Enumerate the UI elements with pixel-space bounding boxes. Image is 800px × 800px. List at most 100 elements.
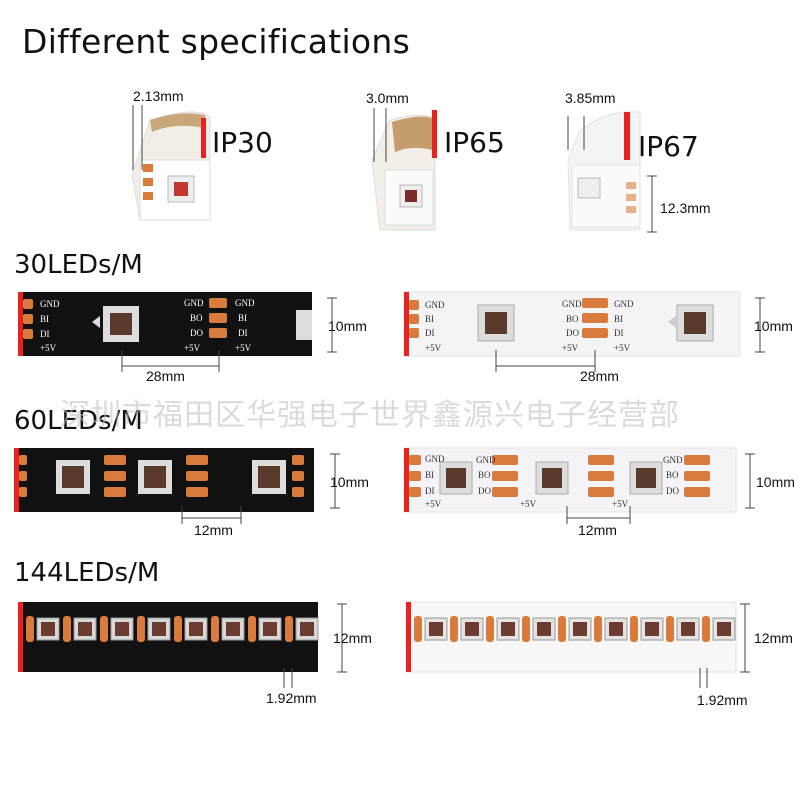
led-die	[609, 622, 623, 636]
ip67-thickness-label: 3.85mm	[565, 90, 616, 106]
pin-label-gnd: GND	[476, 455, 496, 465]
pin-label-do: DO	[566, 328, 579, 338]
pin-label-gnd: GND	[40, 299, 60, 309]
pin-label-gnd: GND	[562, 299, 582, 309]
led-die	[717, 622, 731, 636]
led-die	[537, 622, 551, 636]
dimension-lines	[121, 297, 765, 688]
pin-label-gnd: GND	[663, 455, 683, 465]
strip-60-white	[403, 447, 737, 513]
solder-pad	[26, 616, 34, 642]
section-60-label: 60LEDs/M	[14, 406, 143, 436]
strip-30-black	[18, 292, 312, 356]
solder-pad	[137, 616, 145, 642]
led-die	[189, 622, 203, 636]
pin-label-di: DI	[425, 328, 435, 338]
ip67-strip-image	[567, 111, 657, 233]
page-title: Different specifications	[22, 22, 411, 61]
watermark-text: 深圳市福田区华强电子世界鑫源兴电子经营部	[60, 398, 680, 433]
width-60-black-label: 10mm	[330, 474, 369, 490]
pin-label-vcc: +5V	[562, 343, 579, 353]
strip-30-white	[403, 291, 741, 357]
width-30-black-label: 10mm	[328, 318, 367, 334]
spacing-30-black-label: 28mm	[146, 368, 185, 384]
solder-pad	[486, 616, 494, 642]
spacing-144-black-label: 1.92mm	[266, 690, 317, 706]
ip65-strip-image	[371, 108, 437, 231]
pin-label-bi: BI	[614, 314, 623, 324]
led-die	[573, 622, 587, 636]
pin-label-bo: BO	[478, 470, 491, 480]
led-die	[429, 622, 443, 636]
ip30-rating-label: IP30	[212, 126, 273, 159]
led-die	[681, 622, 695, 636]
pin-label-vcc: +5V	[520, 499, 537, 509]
pin-label-di: DI	[614, 328, 624, 338]
solder-pad	[285, 616, 293, 642]
solder-pad	[594, 616, 602, 642]
pin-label-do: DO	[190, 328, 203, 338]
pin-label-bo: BO	[566, 314, 579, 324]
solder-pad	[666, 616, 674, 642]
led-die	[300, 622, 314, 636]
solder-pad	[100, 616, 108, 642]
pin-label-do: DO	[478, 486, 491, 496]
width-30-white-label: 10mm	[754, 318, 793, 334]
led-die	[78, 622, 92, 636]
pin-label-vcc: +5V	[425, 343, 442, 353]
pin-label-di: DI	[40, 329, 50, 339]
ip65-rating-label: IP65	[444, 126, 505, 159]
pin-label-di: DI	[238, 328, 248, 338]
led-die	[152, 622, 166, 636]
pin-label-vcc: +5V	[612, 499, 629, 509]
section-144-label: 144LEDs/M	[14, 558, 160, 588]
pin-label-gnd: GND	[614, 299, 634, 309]
pin-label-di: DI	[425, 486, 435, 496]
led-die	[115, 622, 129, 636]
solder-pad	[630, 616, 638, 642]
solder-pad	[63, 616, 71, 642]
pin-label-gnd: GND	[425, 454, 445, 464]
pin-label-vcc: +5V	[184, 343, 201, 353]
spacing-144-white-label: 1.92mm	[697, 692, 748, 708]
pin-label-vcc: +5V	[425, 499, 442, 509]
ip67-rating-label: IP67	[638, 130, 699, 163]
solder-pad	[414, 616, 422, 642]
width-144-white-label: 12mm	[754, 630, 793, 646]
spacing-60-black-label: 12mm	[194, 522, 233, 538]
pin-label-gnd: GND	[184, 298, 204, 308]
pin-label-gnd: GND	[425, 300, 445, 310]
ip30-thickness-label: 2.13mm	[133, 88, 184, 104]
strip-60-black	[14, 448, 314, 512]
led-die	[226, 622, 240, 636]
section-30-label: 30LEDs/M	[14, 250, 143, 280]
pin-label-bi: BI	[425, 314, 434, 324]
pin-label-vcc: +5V	[235, 343, 252, 353]
solder-pad	[702, 616, 710, 642]
solder-pad	[450, 616, 458, 642]
ip30-strip-image	[131, 105, 211, 221]
spacing-30-white-label: 28mm	[580, 368, 619, 384]
pin-label-bo: BO	[666, 470, 679, 480]
solder-pad	[248, 616, 256, 642]
led-die	[501, 622, 515, 636]
strip-144-black	[18, 602, 319, 672]
ip67-width-label: 12.3mm	[660, 200, 711, 216]
pin-label-do: DO	[666, 486, 679, 496]
width-60-white-label: 10mm	[756, 474, 795, 490]
pin-label-bo: BO	[190, 313, 203, 323]
pin-label-vcc: +5V	[614, 343, 631, 353]
pin-label-gnd: GND	[235, 298, 255, 308]
led-die	[263, 622, 277, 636]
led-die	[645, 622, 659, 636]
strip-144-white	[405, 601, 737, 673]
spacing-60-white-label: 12mm	[578, 522, 617, 538]
ip65-thickness-label: 3.0mm	[366, 90, 409, 106]
solder-pad	[174, 616, 182, 642]
led-die	[465, 622, 479, 636]
pin-label-bi: BI	[425, 470, 434, 480]
pin-label-vcc: +5V	[40, 343, 57, 353]
solder-pad	[522, 616, 530, 642]
pin-label-bi: BI	[40, 314, 49, 324]
